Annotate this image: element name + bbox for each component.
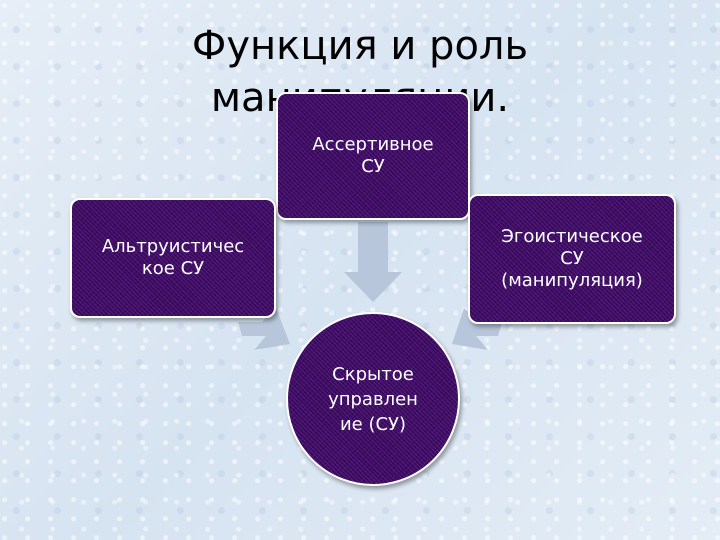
node-center-line-1: Скрытое [332,363,414,385]
node-altruistic-line-2: кое СУ [141,258,205,279]
node-egoistic: Эгоистическое СУ (манипуляция) [468,194,676,324]
node-egoistic-line-1: Эгоистическое [501,226,643,247]
slide-title-line-2: манипуляции. [0,72,720,124]
arrow-egoistic-to-center [452,308,502,350]
slide-title: Функция и роль манипуляции. [0,20,720,124]
node-center-line-3: ие (СУ) [339,413,407,435]
node-assertive-line-1: Ассертивное [312,134,434,155]
arrow-altruistic-to-center [238,308,290,350]
node-egoistic-line-3: (манипуляция) [501,270,643,291]
slide-title-line-1: Функция и роль [191,23,529,69]
node-assertive: Ассертивное СУ [276,92,470,220]
node-egoistic-line-2: СУ [560,248,584,269]
node-assertive-line-2: СУ [361,156,385,177]
arrow-assertive-to-center [344,222,402,302]
node-center: Скрытое управлен ие (СУ) [286,312,460,486]
node-altruistic: Альтруистичес кое СУ [70,198,276,318]
node-altruistic-line-1: Альтруистичес [101,236,245,257]
node-center-line-2: управлен [328,388,418,410]
